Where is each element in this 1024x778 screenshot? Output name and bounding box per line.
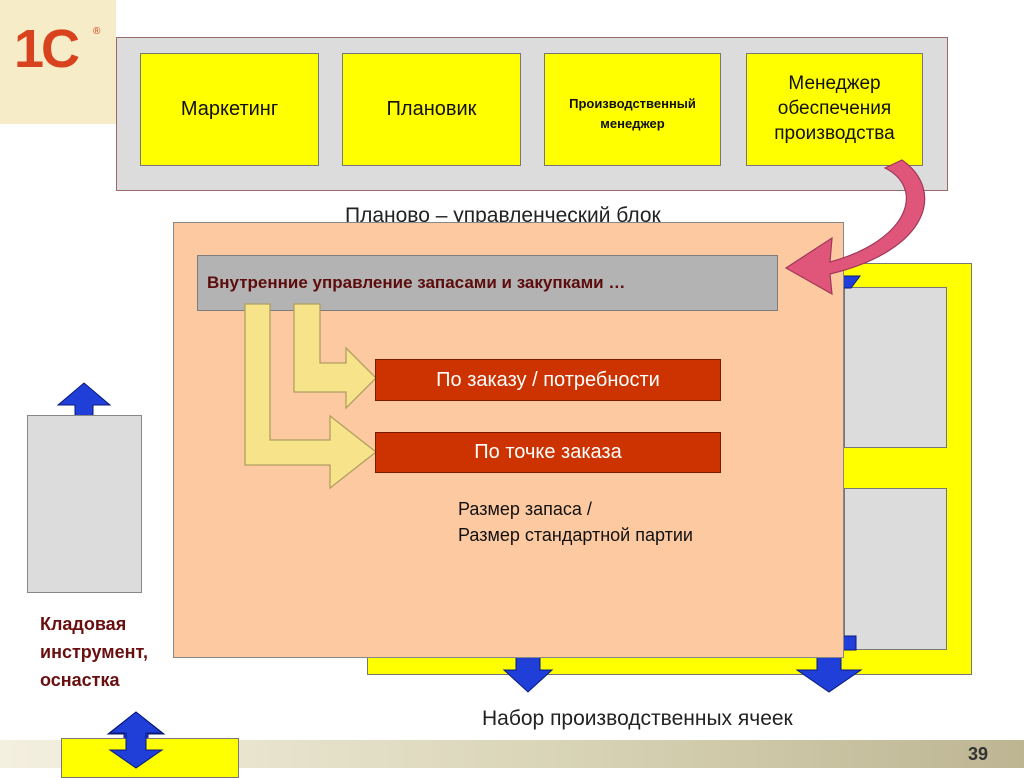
storage-label-line-3: оснастка: [40, 670, 120, 690]
curved-arrow-icon: [784, 159, 926, 296]
planning-block-label: Планово – управленческий блок: [345, 204, 661, 227]
role-production-manager: Производственный менеджер: [544, 53, 721, 166]
production-cell-bottom: [844, 488, 947, 650]
storage-cell: [27, 415, 142, 593]
role-marketing-label: Маркетинг: [180, 98, 279, 120]
role-marketing: Маркетинг: [140, 53, 319, 166]
storage-label: Кладовая инструмент, оснастка: [40, 610, 148, 694]
role-planner-label: Плановик: [386, 98, 477, 120]
method-reorder-point: По точке заказа: [375, 432, 721, 473]
page-number: 39: [968, 744, 989, 764]
logo-background: [0, 0, 116, 124]
registered-mark: ®: [93, 26, 101, 37]
method-by-order: По заказу / потребности: [375, 359, 721, 401]
bent-arrow-icon-order: [293, 303, 377, 410]
role-planner: Плановик: [342, 53, 521, 166]
lot-size-line-1: Размер запаса /: [458, 499, 592, 519]
footer-double-arrow-icon: [108, 711, 164, 769]
bent-arrow-icon-point: [244, 303, 378, 490]
lot-size-line-2: Размер стандартной партии: [458, 525, 693, 545]
method-by-order-label: По заказу / потребности: [436, 368, 660, 391]
storage-label-line-1: Кладовая: [40, 614, 127, 634]
role-production-manager-label: Производственный менеджер: [569, 96, 696, 131]
role-supply-manager-label: Менеджер обеспечения производства: [774, 73, 895, 144]
role-supply-manager: Менеджер обеспечения производства: [746, 53, 923, 166]
production-cells-label: Набор производственных ячеек: [482, 707, 793, 730]
method-reorder-point-label: По точке заказа: [474, 441, 622, 463]
production-cell-top: [844, 287, 947, 448]
brand-logo: 1С: [14, 19, 80, 79]
lot-size-text: Размер запаса / Размер стандартной парти…: [458, 496, 693, 548]
inventory-management-header: Внутренние управление запасами и закупка…: [197, 255, 778, 311]
storage-label-line-2: инструмент,: [40, 642, 148, 662]
